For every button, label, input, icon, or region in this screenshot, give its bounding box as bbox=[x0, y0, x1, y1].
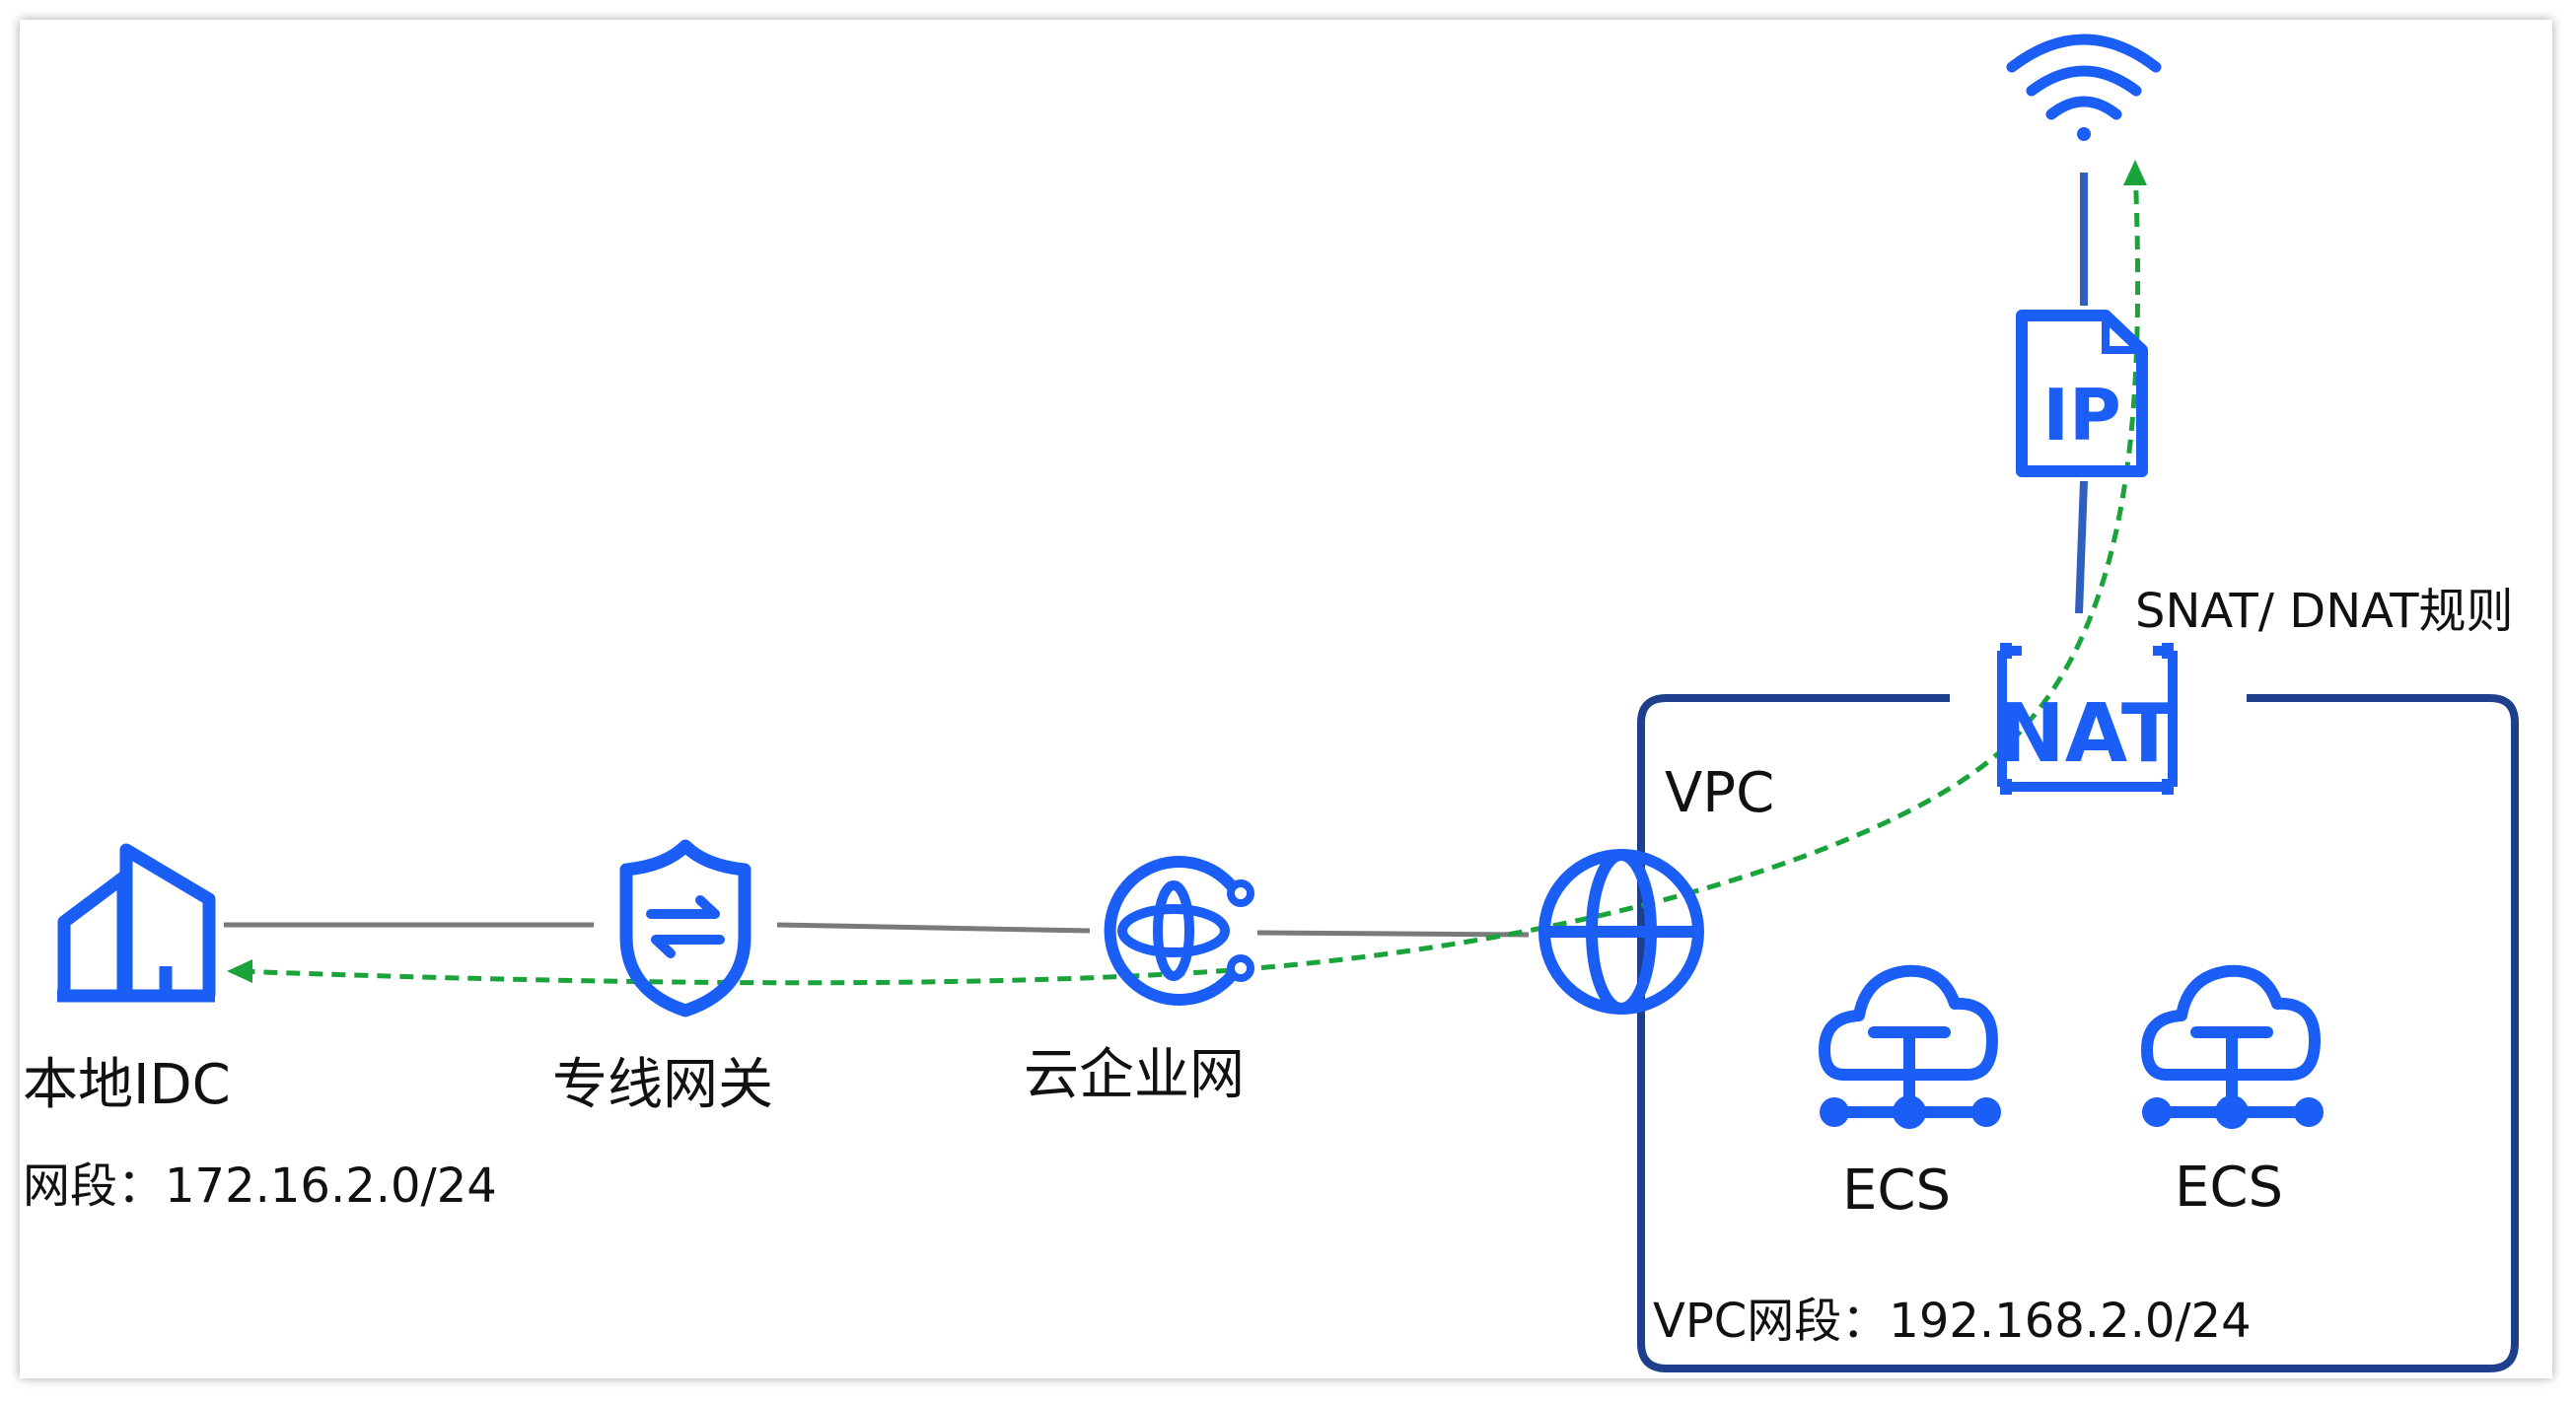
nat-rules-label: SNAT/ DNAT规则 bbox=[2135, 584, 2514, 639]
ecs-label-2: ECS bbox=[2175, 1156, 2284, 1220]
nat-text: NAT bbox=[1997, 687, 2177, 781]
idc-subnet-label: 网段：172.16.2.0/24 bbox=[23, 1158, 497, 1214]
traffic-arrow-left bbox=[227, 959, 252, 983]
ecs-label-1: ECS bbox=[1842, 1158, 1952, 1223]
traffic-arrow-up bbox=[2123, 160, 2147, 185]
gateway-label: 专线网关 bbox=[552, 1053, 773, 1117]
cen-icon bbox=[1104, 856, 1254, 1006]
nat-icon: NAT bbox=[1997, 643, 2178, 795]
network-diagram: NAT IP bbox=[57, 34, 2519, 1372]
vpc-label: VPC bbox=[1665, 761, 1775, 825]
cloud-server-icon bbox=[2141, 964, 2324, 1129]
building-icon bbox=[57, 843, 216, 1003]
diagram-frame: NAT IP bbox=[20, 20, 2552, 1378]
vpc-subnet-label: VPC网段：192.168.2.0/24 bbox=[1653, 1294, 2252, 1349]
traffic-path bbox=[236, 167, 2141, 986]
ip-document-icon: IP bbox=[2016, 310, 2148, 477]
cen-label: 云企业网 bbox=[1024, 1043, 1245, 1107]
globe-icon bbox=[1538, 849, 1704, 1015]
vpc-boundary bbox=[1637, 694, 2519, 1372]
idc-label: 本地IDC bbox=[23, 1053, 231, 1117]
link-ip-nat bbox=[2075, 480, 2088, 614]
cloud-server-icon bbox=[1819, 964, 2001, 1129]
shield-swap-icon bbox=[619, 839, 751, 1018]
wifi-icon bbox=[2006, 34, 2162, 141]
ip-text: IP bbox=[2042, 374, 2121, 456]
link-gateway-cen bbox=[776, 922, 1091, 934]
link-cen-vpc bbox=[1256, 930, 1530, 938]
